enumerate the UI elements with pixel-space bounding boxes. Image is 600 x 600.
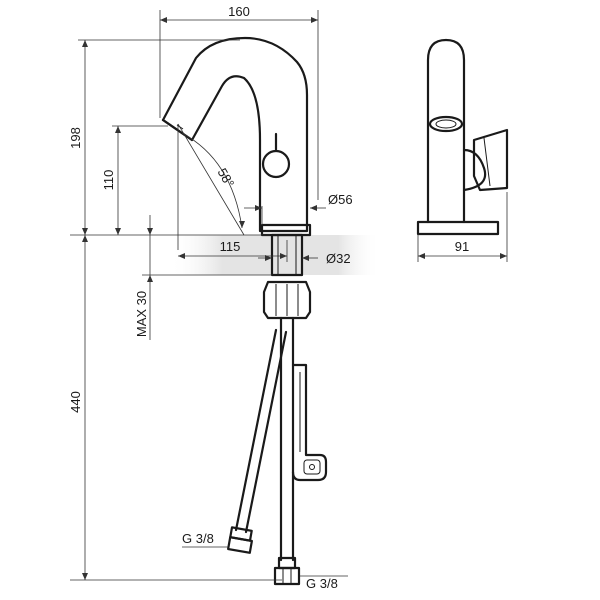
dim-reach-115: 115 (178, 239, 288, 262)
label-91: 91 (455, 239, 469, 254)
faucet-front-view (161, 36, 328, 586)
label-g38-left: G 3/8 (182, 531, 214, 546)
label-g38-right: G 3/8 (306, 576, 338, 591)
dim-diameter-32: Ø32 (258, 251, 351, 266)
label-d32: Ø32 (326, 251, 351, 266)
connection-label-right: G 3/8 (300, 575, 348, 591)
dim-height-198: 198 (68, 39, 270, 236)
dim-length-440: 440 (68, 235, 282, 581)
deck-surface-band (170, 235, 380, 275)
dim-width-160: 160 (159, 4, 319, 200)
label-max-30: MAX 30 (134, 291, 149, 337)
dim-depth-91: 91 (417, 192, 508, 262)
dim-height-110: 110 (101, 125, 168, 235)
connection-label-left: G 3/8 (182, 531, 228, 548)
label-198: 198 (68, 127, 83, 149)
dim-max-30: MAX 30 (134, 215, 272, 340)
faucet-side-view (416, 38, 509, 236)
label-58-deg: 58° (214, 165, 237, 190)
label-115: 115 (220, 239, 241, 254)
label-440: 440 (68, 391, 83, 413)
label-110: 110 (101, 170, 116, 191)
label-160: 160 (228, 4, 250, 19)
dim-angle-58: 58° (177, 123, 245, 250)
dim-diameter-56: Ø56 (244, 192, 353, 225)
label-d56: Ø56 (328, 192, 353, 207)
